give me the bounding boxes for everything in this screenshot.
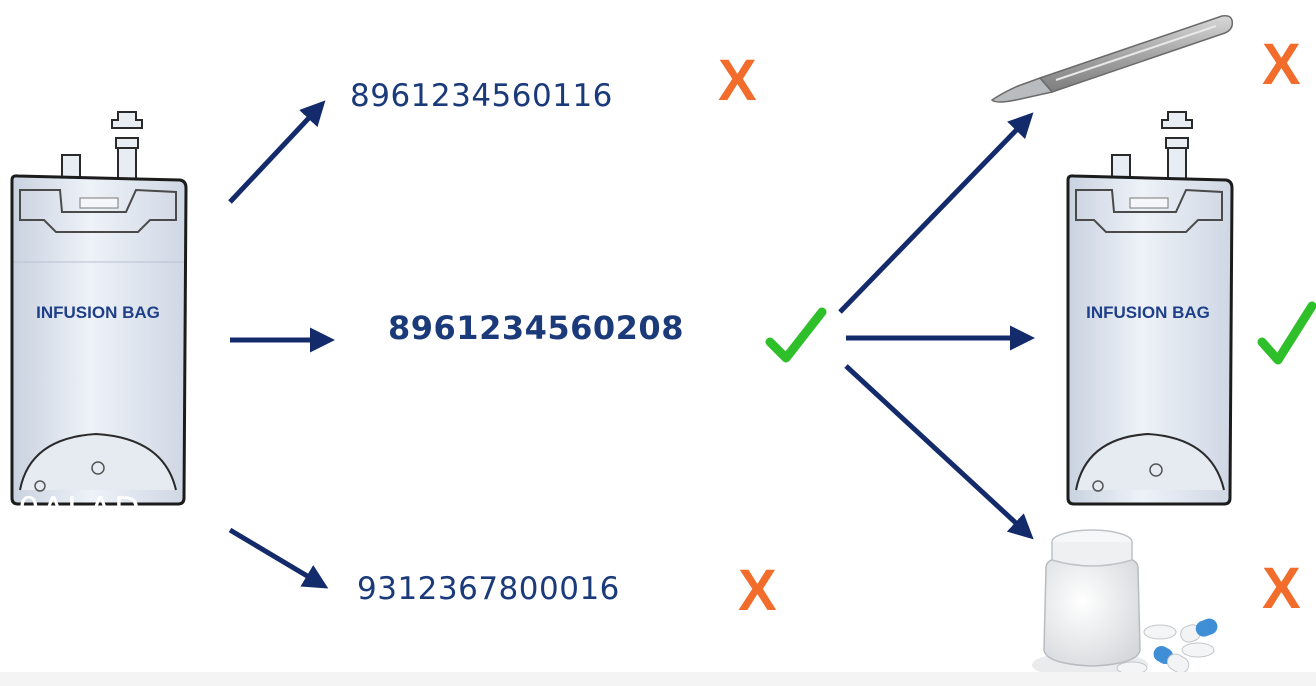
- check-icon: [765, 307, 827, 363]
- arrows: [228, 100, 1035, 589]
- wrong-mark-bottom-code: X: [738, 558, 777, 623]
- right-bag-label: INFUSION BAG: [1086, 303, 1210, 322]
- arrow-middle-to-bottle: [844, 364, 1034, 540]
- code-bottom: 9312367800016: [357, 571, 620, 607]
- wrong-mark-bottle: X: [1262, 556, 1301, 621]
- code-top: 8961234560116: [350, 78, 613, 114]
- bottom-strip: [0, 672, 1316, 686]
- wrong-mark-scalpel: X: [1262, 32, 1301, 97]
- scalpel-icon: [990, 14, 1234, 103]
- right-infusion-bag: INFUSION BAG: [1066, 111, 1234, 506]
- arrow-middle-to-scalpel: [838, 112, 1034, 314]
- wrong-mark-top-code: X: [718, 48, 757, 113]
- stray-text: 0ALAD: [18, 490, 143, 530]
- left-infusion-bag: INFUSION BAG: [10, 111, 188, 506]
- left-bag-label: INFUSION BAG: [36, 303, 160, 322]
- arrow-left-to-top-code: [228, 100, 326, 204]
- arrow-left-to-bottom-code: [228, 527, 329, 589]
- pill-bottle-icon: [1032, 529, 1218, 679]
- check-icon: [1257, 301, 1316, 365]
- code-middle: 8961234560208: [388, 309, 684, 347]
